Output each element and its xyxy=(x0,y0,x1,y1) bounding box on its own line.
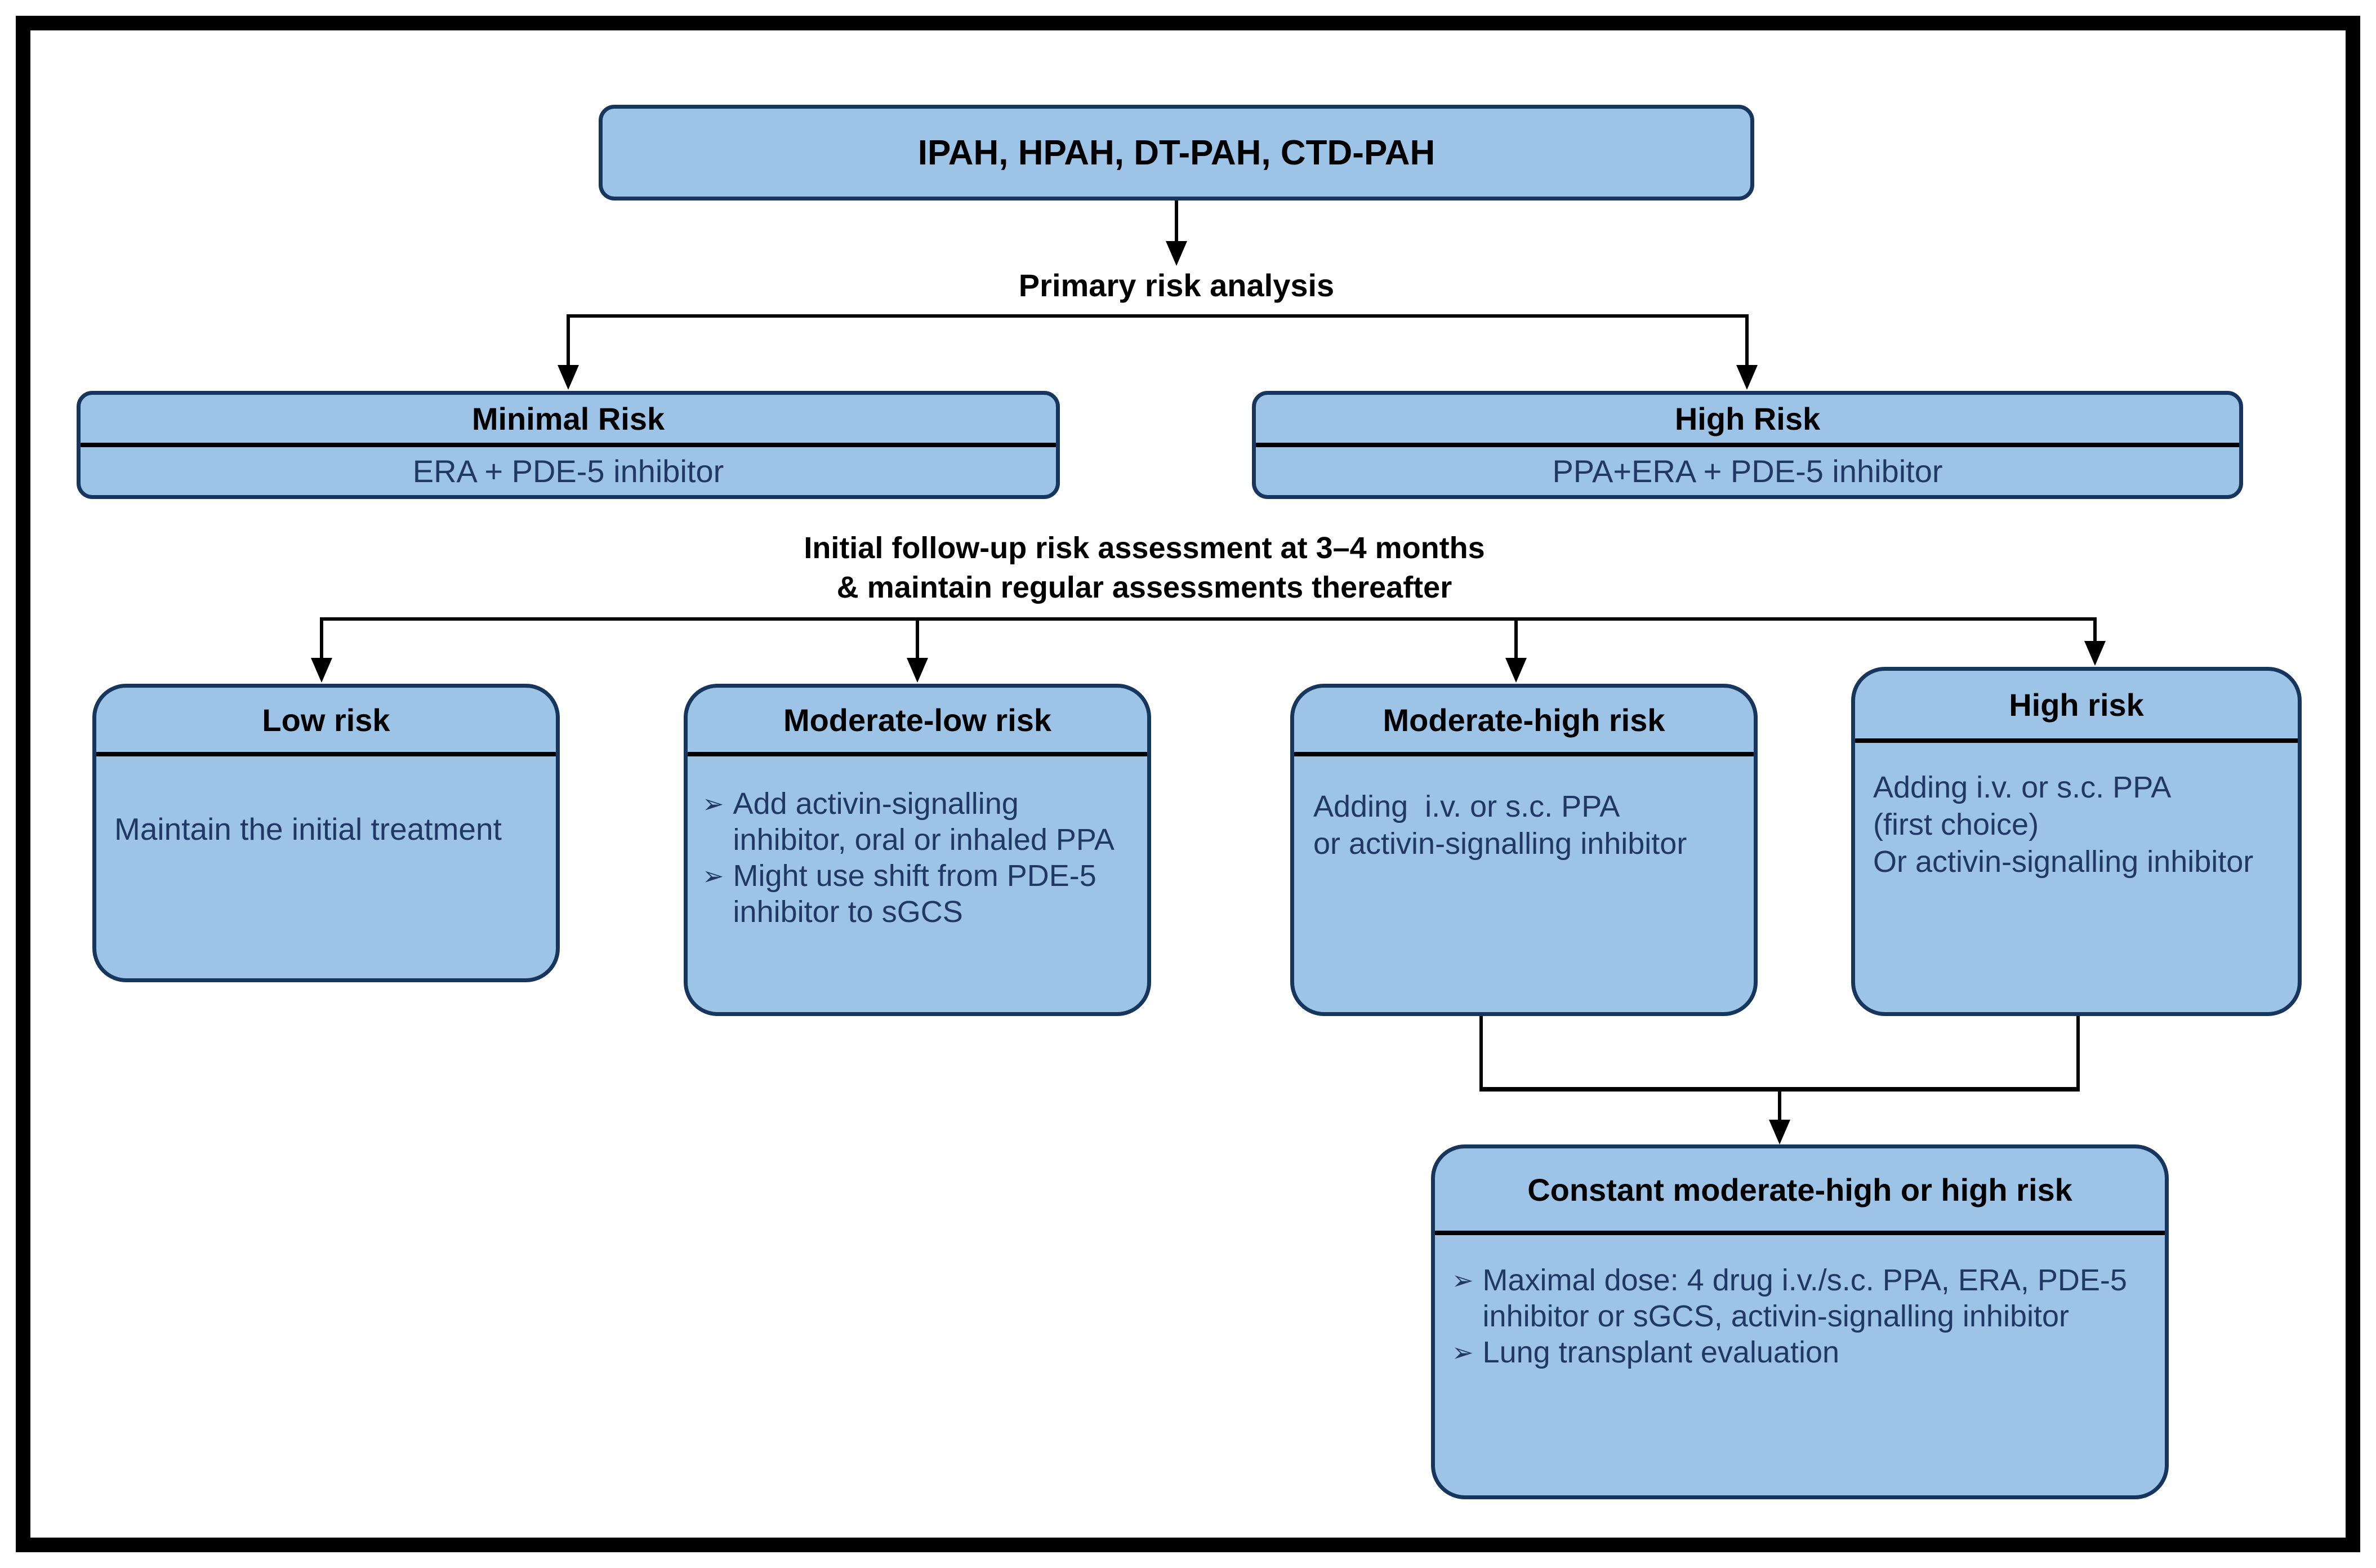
connector-merge-drop xyxy=(1778,1092,1781,1121)
connector-branch2-drop2 xyxy=(916,617,919,659)
bullet-text: Maximal dose: 4 drug i.v./s.c. PPA, ERA,… xyxy=(1482,1263,2136,1333)
node-high-risk-followup-line: Adding i.v. or s.c. PPA xyxy=(1873,770,2172,804)
arrowhead-top-icon xyxy=(1166,241,1187,266)
connector-branch2-drop1 xyxy=(320,617,323,659)
bullet-text: Might use shift from PDE-5 inhibitor to … xyxy=(733,859,1105,929)
node-moderate-low-risk-title: Moderate-low risk xyxy=(783,702,1052,738)
connector-merge-left xyxy=(1479,1016,1483,1092)
node-minimal-risk-divider xyxy=(81,443,1056,447)
connector-branch2-drop4 xyxy=(2093,617,2097,642)
label-followup-assessment: Initial follow-up risk assessment at 3–4… xyxy=(638,528,1651,607)
node-moderate-high-risk-divider xyxy=(1294,752,1754,756)
node-high-risk-divider xyxy=(1256,443,2239,447)
node-high-risk: High Risk PPA+ERA + PDE-5 inhibitor xyxy=(1252,391,2243,499)
list-item: ➢ Lung transplant evaluation xyxy=(1452,1334,2154,1370)
node-moderate-high-risk-title: Moderate-high risk xyxy=(1383,702,1665,738)
node-minimal-risk: Minimal Risk ERA + PDE-5 inhibitor xyxy=(77,391,1060,499)
node-high-risk-treatment: PPA+ERA + PDE-5 inhibitor xyxy=(1552,453,1943,489)
node-high-risk-followup-line: (first choice) xyxy=(1873,808,2039,841)
arrowhead-merge-icon xyxy=(1769,1120,1790,1144)
node-moderate-low-risk-divider xyxy=(688,752,1147,756)
node-constant-risk-divider xyxy=(1435,1231,2165,1235)
node-moderate-high-risk: Moderate-high risk Adding i.v. or s.c. P… xyxy=(1290,684,1758,1016)
arrowhead-branch2-drop2-icon xyxy=(907,658,928,683)
connector-merge-horizontal xyxy=(1479,1087,2080,1092)
connector-branch2-horizontal xyxy=(322,617,2097,621)
node-high-risk-followup-divider xyxy=(1855,738,2298,743)
node-moderate-high-risk-line: Adding i.v. or s.c. PPA xyxy=(1313,790,1620,823)
node-low-risk: Low risk Maintain the initial treatment xyxy=(92,684,560,982)
node-constant-risk: Constant moderate-high or high risk ➢ Ma… xyxy=(1431,1144,2169,1499)
node-diagnosis-title: IPAH, HPAH, DT-PAH, CTD-PAH xyxy=(917,133,1436,172)
arrowhead-branch2-drop4-icon xyxy=(2084,641,2106,666)
node-diagnosis: IPAH, HPAH, DT-PAH, CTD-PAH xyxy=(599,105,1754,201)
arrowhead-branch2-drop3-icon xyxy=(1505,658,1527,683)
node-minimal-risk-title: Minimal Risk xyxy=(471,401,665,436)
bullet-text: Lung transplant evaluation xyxy=(1482,1335,1840,1369)
outer-border-frame xyxy=(16,16,2360,1552)
node-high-risk-followup: High risk Adding i.v. or s.c. PPA (first… xyxy=(1851,667,2302,1016)
node-moderate-low-risk: Moderate-low risk ➢ Add activin-signalli… xyxy=(684,684,1151,1016)
arrow-bullet-icon: ➢ xyxy=(702,861,724,890)
arrow-bullet-icon: ➢ xyxy=(702,789,724,818)
label-primary-risk-analysis: Primary risk analysis xyxy=(1018,268,1335,303)
list-item: ➢ Maximal dose: 4 drug i.v./s.c. PPA, ER… xyxy=(1452,1262,2154,1334)
arrowhead-branch1-right-icon xyxy=(1736,365,1758,390)
node-high-risk-followup-line: Or activin-signalling inhibitor xyxy=(1873,845,2254,879)
connector-merge-right xyxy=(2076,1016,2080,1092)
connector-top-line xyxy=(1175,201,1178,243)
arrow-bullet-icon: ➢ xyxy=(1452,1266,1474,1295)
node-high-risk-followup-title: High risk xyxy=(2009,687,2144,723)
list-item: ➢ Add activin-signalling inhibitor, oral… xyxy=(702,786,1138,858)
label-followup-line2: & maintain regular assessments thereafte… xyxy=(836,571,1452,604)
list-item: ➢ Might use shift from PDE-5 inhibitor t… xyxy=(702,858,1138,930)
node-minimal-risk-treatment: ERA + PDE-5 inhibitor xyxy=(412,453,724,489)
arrowhead-branch1-left-icon xyxy=(558,365,579,390)
connector-branch1-horizontal xyxy=(568,314,1749,318)
connector-branch1-right-drop xyxy=(1745,314,1749,366)
node-moderate-high-risk-line: or activin-signalling inhibitor xyxy=(1313,827,1687,861)
connector-branch1-left-drop xyxy=(567,314,570,366)
node-constant-risk-title: Constant moderate-high or high risk xyxy=(1527,1171,2072,1208)
arrow-bullet-icon: ➢ xyxy=(1452,1338,1474,1367)
node-low-risk-title: Low risk xyxy=(262,702,390,738)
arrowhead-branch2-drop1-icon xyxy=(311,658,332,683)
label-followup-line1: Initial follow-up risk assessment at 3–4… xyxy=(804,531,1485,565)
node-high-risk-title: High Risk xyxy=(1674,401,1821,436)
node-low-risk-text: Maintain the initial treatment xyxy=(114,812,502,847)
connector-branch2-drop3 xyxy=(1514,617,1518,659)
node-low-risk-divider xyxy=(96,752,556,756)
bullet-text: Add activin-signalling inhibitor, oral o… xyxy=(733,787,1115,857)
